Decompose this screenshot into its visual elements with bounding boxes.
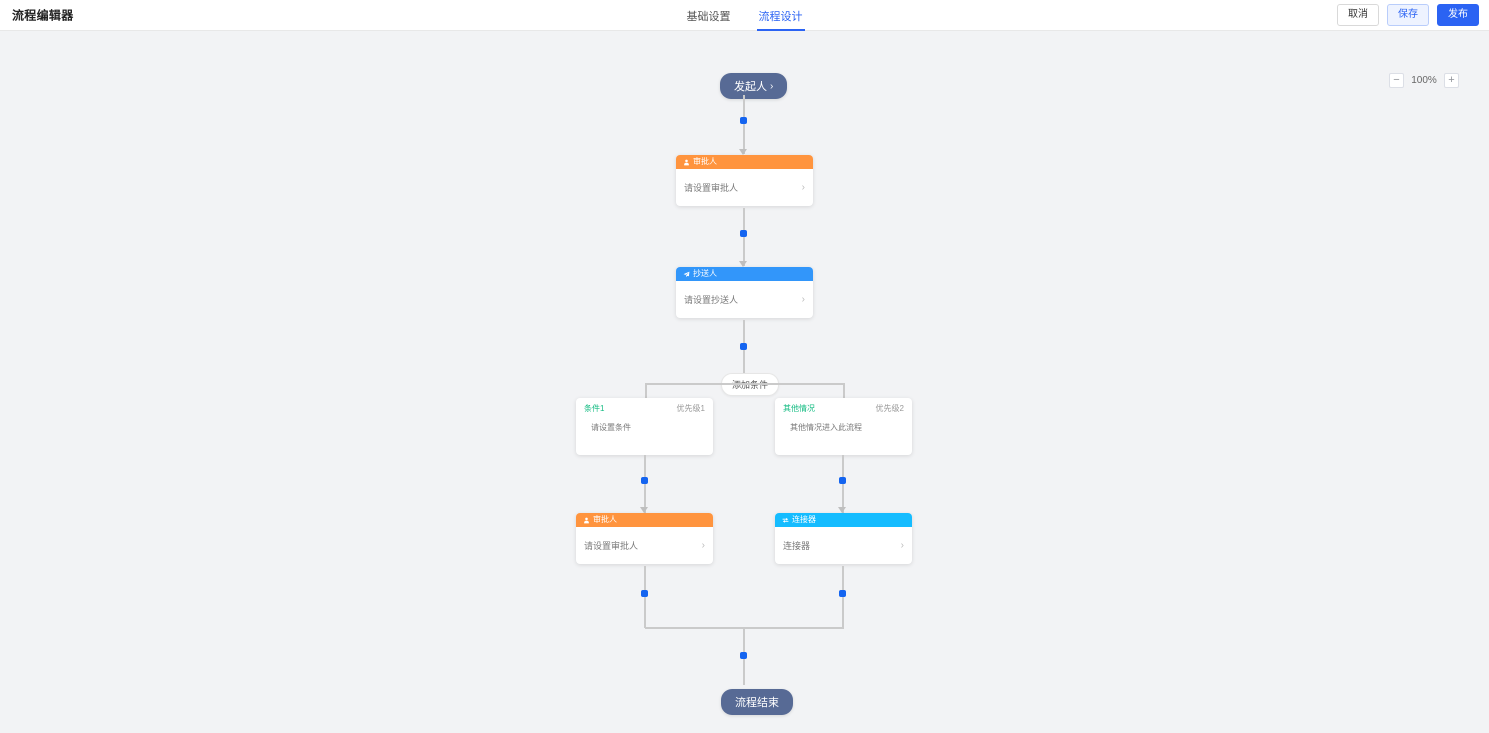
chevron-right-icon: › <box>770 80 774 92</box>
node-condition-1-text: 请设置条件 <box>591 423 631 432</box>
chevron-right-icon: › <box>801 294 805 305</box>
node-condition-2[interactable]: 其他情况 优先级2 其他情况进入此流程 <box>775 398 912 455</box>
node-condition-1-priority: 优先级1 <box>676 404 705 413</box>
node-approver-2-header: 审批人 <box>576 513 713 527</box>
connector-line <box>842 455 844 513</box>
node-approver-1[interactable]: 审批人 请设置审批人 › <box>676 155 813 206</box>
node-condition-2-top: 其他情况 优先级2 <box>783 405 904 413</box>
connector-line <box>644 455 646 513</box>
node-approver-2[interactable]: 审批人 请设置审批人 › <box>576 513 713 564</box>
tab-basic-settings[interactable]: 基础设置 <box>685 0 733 31</box>
add-node-button[interactable] <box>740 230 747 237</box>
node-process-end[interactable]: 流程结束 <box>721 689 793 715</box>
node-connector-1-title: 连接器 <box>792 515 816 524</box>
person-approve-icon <box>583 517 590 524</box>
paper-plane-icon <box>683 271 690 278</box>
connector-line <box>743 95 745 154</box>
add-node-button[interactable] <box>740 117 747 124</box>
node-cc-1-body[interactable]: 请设置抄送人 › <box>676 281 813 318</box>
chevron-right-icon: › <box>701 540 705 551</box>
zoom-control: − 100% + <box>1389 73 1459 88</box>
zoom-level-label: 100% <box>1411 75 1437 86</box>
node-process-end-label: 流程结束 <box>735 697 779 709</box>
node-condition-1-name: 条件1 <box>584 404 605 413</box>
arrow-head-icon <box>640 507 648 513</box>
arrow-head-icon <box>739 149 747 155</box>
node-initiator[interactable]: 发起人 › <box>720 73 788 99</box>
node-condition-2-name: 其他情况 <box>783 404 815 413</box>
chevron-right-icon: › <box>900 540 904 551</box>
arrow-head-icon <box>739 261 747 267</box>
top-bar: 流程编辑器 基础设置 流程设计 取消 保存 发布 <box>0 0 1489 31</box>
node-approver-2-title: 审批人 <box>593 515 617 524</box>
tab-process-design[interactable]: 流程设计 <box>756 0 805 31</box>
connector-line <box>842 566 844 628</box>
tab-process-design-label: 流程设计 <box>758 10 803 23</box>
connector-line <box>743 208 745 266</box>
zoom-in-button[interactable]: + <box>1444 73 1459 88</box>
zoom-out-button[interactable]: − <box>1389 73 1404 88</box>
node-connector-1[interactable]: 连接器 连接器 › <box>775 513 912 564</box>
connector-line <box>743 320 745 383</box>
node-connector-1-text: 连接器 <box>783 541 811 551</box>
page-title: 流程编辑器 <box>12 8 74 23</box>
node-cc-1-header: 抄送人 <box>676 267 813 281</box>
add-node-button[interactable] <box>839 590 846 597</box>
node-condition-1[interactable]: 条件1 优先级1 请设置条件 <box>576 398 713 455</box>
node-condition-2-text: 其他情况进入此流程 <box>790 423 862 432</box>
add-node-button[interactable] <box>839 477 846 484</box>
node-approver-2-body[interactable]: 请设置审批人 › <box>576 527 713 564</box>
node-initiator-label: 发起人 <box>734 81 767 93</box>
tab-basic-settings-label: 基础设置 <box>686 10 731 23</box>
flow-canvas[interactable]: − 100% + 发起人 › 审批人 请设置审批人 › <box>0 31 1489 733</box>
node-cc-1[interactable]: 抄送人 请设置抄送人 › <box>676 267 813 318</box>
node-approver-2-text: 请设置审批人 <box>584 541 639 551</box>
branch-bar <box>645 383 844 385</box>
add-node-button[interactable] <box>740 652 747 659</box>
connector-line <box>843 383 845 401</box>
node-condition-2-priority: 优先级2 <box>875 404 904 413</box>
node-approver-1-title: 审批人 <box>693 157 717 166</box>
arrow-head-icon <box>838 507 846 513</box>
node-cc-1-text: 请设置抄送人 <box>684 295 739 305</box>
cancel-button[interactable]: 取消 <box>1337 4 1379 26</box>
flow-diagram: 发起人 › 审批人 请设置审批人 › <box>0 31 1489 733</box>
connector-icon <box>782 517 789 524</box>
save-button[interactable]: 保存 <box>1387 4 1429 26</box>
node-connector-1-body[interactable]: 连接器 › <box>775 527 912 564</box>
header-actions: 取消 保存 发布 <box>1337 4 1479 26</box>
publish-button[interactable]: 发布 <box>1437 4 1479 26</box>
add-node-button[interactable] <box>641 477 648 484</box>
connector-line <box>644 566 646 628</box>
add-node-button[interactable] <box>641 590 648 597</box>
node-approver-1-header: 审批人 <box>676 155 813 169</box>
node-approver-1-text: 请设置审批人 <box>684 183 739 193</box>
chevron-right-icon: › <box>801 182 805 193</box>
connector-line <box>645 383 647 401</box>
add-node-button[interactable] <box>740 343 747 350</box>
node-condition-1-top: 条件1 优先级1 <box>584 405 705 413</box>
node-approver-1-body[interactable]: 请设置审批人 › <box>676 169 813 206</box>
node-cc-1-title: 抄送人 <box>693 269 717 278</box>
tab-bar: 基础设置 流程设计 <box>685 0 805 31</box>
node-connector-1-header: 连接器 <box>775 513 912 527</box>
person-approve-icon <box>683 159 690 166</box>
